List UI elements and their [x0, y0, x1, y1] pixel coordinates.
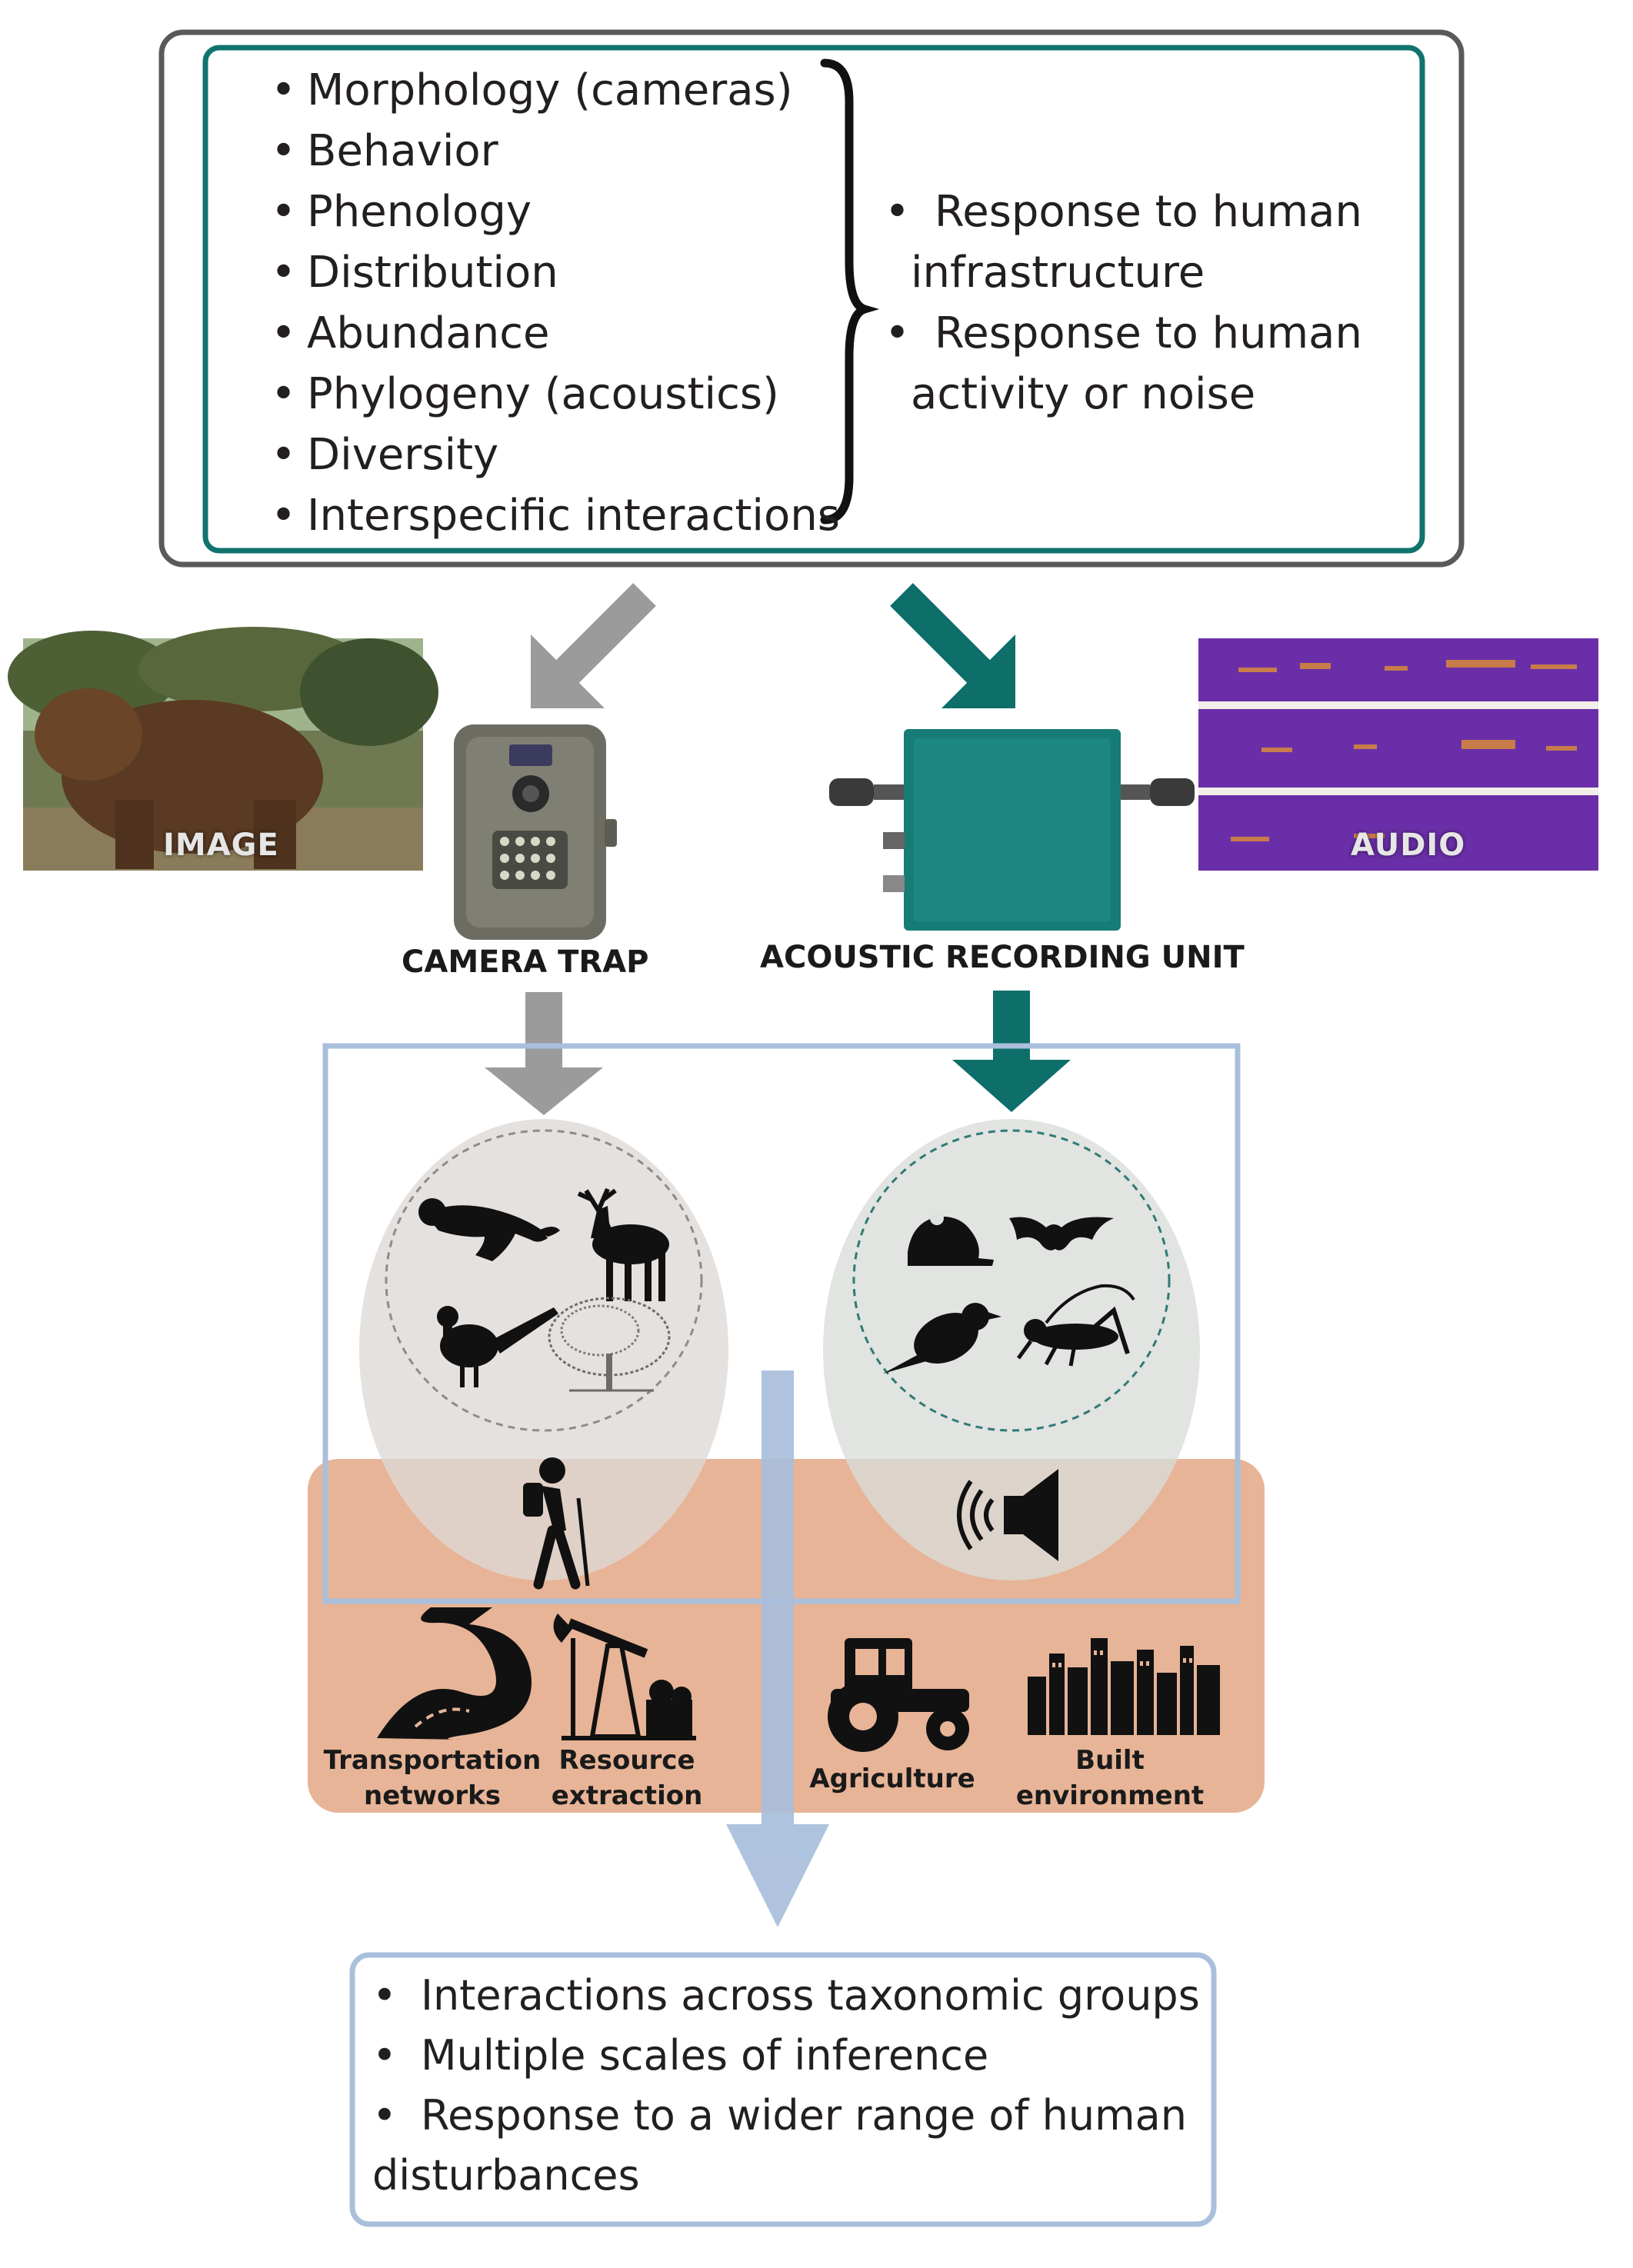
image-label: IMAGE — [163, 828, 279, 863]
bat-icon — [1009, 1217, 1114, 1251]
metric-item: Distribution — [271, 242, 840, 303]
acoustic-recording-unit — [829, 729, 1195, 931]
metric-item: Morphology (cameras) — [271, 60, 840, 121]
disturbance-line: Built — [1075, 1745, 1145, 1776]
audio-taxa-inner-ring — [852, 1129, 1171, 1432]
camera-photo-bear — [8, 627, 438, 871]
outcome-line: disturbances — [372, 2151, 640, 2200]
tractor-icon — [828, 1638, 969, 1752]
camera-taxa-inner-ring — [385, 1129, 703, 1432]
response-line: activity or noise — [911, 369, 1256, 419]
audio-spectrogram — [1198, 638, 1598, 871]
outcome-line: Response to a wider range of human — [421, 2091, 1187, 2140]
disturbance-line: environment — [1015, 1780, 1205, 1811]
songbird-icon — [883, 1303, 1001, 1374]
gray-arrow-down — [485, 992, 603, 1115]
metric-item: Abundance — [271, 303, 840, 364]
metric-item: Interspecific interactions — [271, 485, 840, 546]
disturbance-line: Transportation — [323, 1745, 542, 1776]
teal-arrow-down — [952, 991, 1071, 1112]
outcome-list: Interactions across taxonomic groups Mul… — [372, 1966, 1203, 2206]
camera-trap-device — [454, 724, 617, 940]
disturbance-line: Resource — [558, 1745, 695, 1776]
metric-item: Behavior — [271, 121, 840, 182]
grasshopper-icon — [1016, 1284, 1135, 1367]
oil-pump-icon — [553, 1614, 696, 1740]
city-skyline-icon — [1028, 1638, 1220, 1735]
gray-arrow-to-camera — [531, 583, 656, 708]
response-line: Response to human — [934, 308, 1362, 358]
response-item: Response to human infrastructure — [885, 182, 1362, 303]
teal-arrow-to-aru — [890, 583, 1015, 708]
response-line: infrastructure — [911, 248, 1205, 298]
outcome-item: Interactions across taxonomic groups — [372, 1966, 1203, 2026]
elk-icon — [577, 1187, 669, 1301]
disturbance-line: Agriculture — [809, 1763, 975, 1794]
disturbance-line: networks — [364, 1780, 501, 1811]
metric-list: Morphology (cameras) Behavior Phenology … — [271, 60, 840, 546]
response-line: Response to human — [934, 187, 1362, 237]
response-item: Response to human activity or noise — [885, 303, 1362, 425]
curly-brace — [820, 58, 880, 525]
tree-icon — [548, 1297, 671, 1392]
response-list: Response to human infrastructure Respons… — [885, 182, 1362, 425]
speaker-icon — [957, 1469, 1058, 1561]
camera-taxa-circle — [359, 1119, 728, 1580]
metric-item: Phylogeny (acoustics) — [271, 364, 840, 425]
cougar-icon — [418, 1198, 560, 1261]
disturbance-line: extraction — [551, 1780, 703, 1811]
disturbance-label-transportation: Transportation networks — [317, 1743, 548, 1813]
metric-item: Diversity — [271, 425, 840, 485]
road-icon — [377, 1607, 532, 1740]
audio-label: AUDIO — [1351, 828, 1466, 863]
disturbance-label-resource: Resource extraction — [538, 1743, 715, 1813]
camera-trap-label: CAMERA TRAP — [402, 944, 649, 980]
pheasant-icon — [437, 1306, 558, 1387]
frog-icon — [908, 1211, 994, 1266]
hiker-icon — [523, 1457, 590, 1590]
disturbance-label-agriculture: Agriculture — [800, 1761, 985, 1797]
disturbance-label-built: Built environment — [1014, 1743, 1206, 1813]
outcome-line: Multiple scales of inference — [421, 2031, 989, 2080]
outcome-item: Multiple scales of inference — [372, 2026, 1203, 2086]
metric-item: Phenology — [271, 182, 840, 242]
outcome-line: Interactions across taxonomic groups — [421, 1971, 1200, 2020]
integration-arrow — [726, 1370, 829, 1927]
outcome-item: Response to a wider range of human distu… — [372, 2086, 1203, 2206]
aru-label: ACOUSTIC RECORDING UNIT — [760, 940, 1245, 975]
